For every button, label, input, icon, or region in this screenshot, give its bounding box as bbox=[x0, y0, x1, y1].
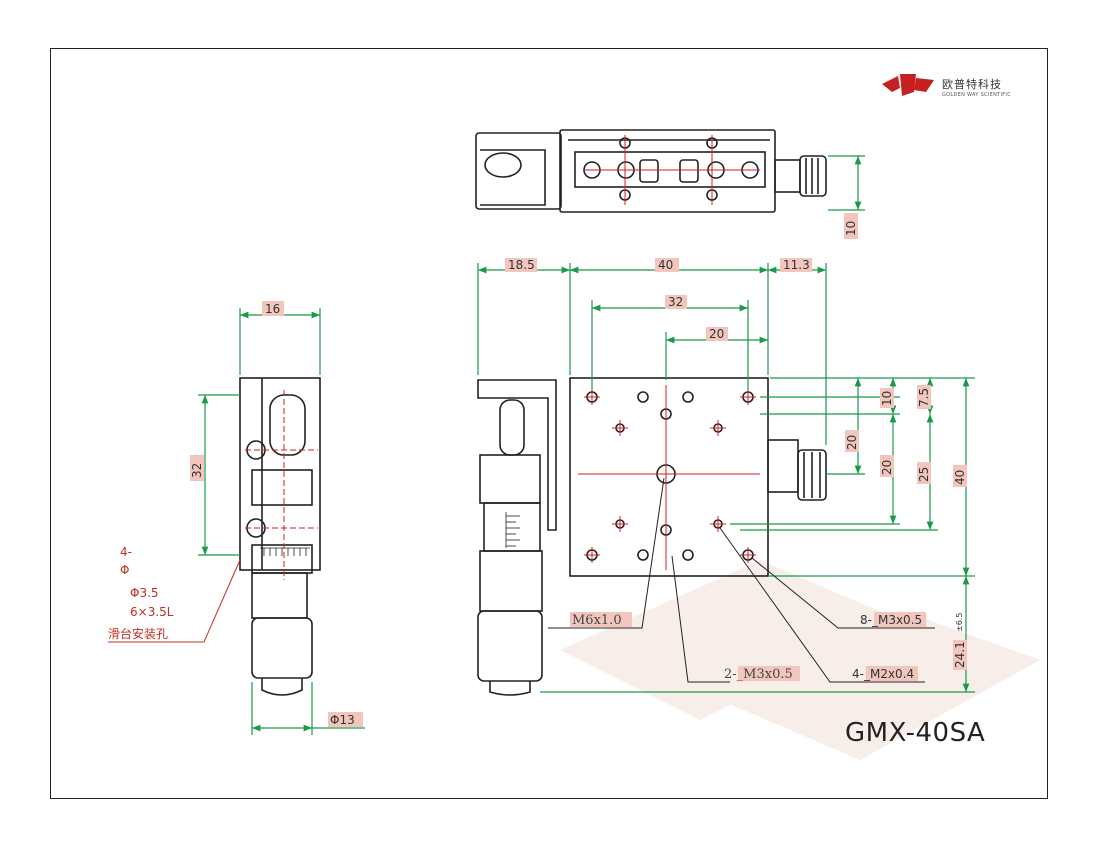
callout-4-m2: 4-_M2x0.4 bbox=[852, 667, 914, 681]
mounting-hole-note: 4- Φ Φ3.5 6×3.5L 滑台安装孔 bbox=[108, 545, 241, 643]
svg-text:18.5: 18.5 bbox=[508, 258, 535, 272]
drawing-frame bbox=[50, 48, 1048, 799]
dim-side-width: 16 bbox=[265, 302, 280, 316]
callout-8-m3: 8-_M3x0.5 bbox=[860, 613, 922, 627]
side-view-dimensions bbox=[198, 308, 365, 735]
svg-text:滑台安装孔: 滑台安装孔 bbox=[108, 626, 168, 641]
svg-text:20: 20 bbox=[880, 460, 894, 475]
callout-m6: M6x1.0 bbox=[572, 613, 622, 628]
front-view-centerlines bbox=[578, 385, 760, 570]
dim-label-bg bbox=[262, 301, 284, 316]
svg-text:25: 25 bbox=[917, 467, 931, 482]
top-view bbox=[475, 129, 827, 213]
svg-text:20: 20 bbox=[709, 327, 724, 341]
callouts: M6x1.0 2-_M3x0.5 8-_M3x0.5 4-_M2x0.4 bbox=[570, 612, 926, 682]
side-view-centerlines bbox=[245, 390, 318, 580]
svg-text:11.3: 11.3 bbox=[783, 258, 810, 272]
svg-text:20: 20 bbox=[845, 435, 859, 450]
dim-diameter: Φ13 bbox=[330, 713, 355, 727]
front-dim-labels: 18.5 40 11.3 32 20 20 10 20 7.5 25 40 24… bbox=[505, 258, 967, 670]
svg-text:6×3.5L: 6×3.5L bbox=[130, 605, 174, 619]
brand-name-cn: 欧普特科技 bbox=[942, 78, 1002, 91]
side-view-scale bbox=[260, 547, 310, 556]
side-view bbox=[239, 377, 321, 696]
top-view-centerlines bbox=[585, 135, 760, 205]
callout-2-m3: 2-_M3x0.5 bbox=[724, 667, 793, 682]
brand-name-en: GOLDEN WAY SCIENTIFIC bbox=[942, 92, 1011, 98]
svg-text:Φ: Φ bbox=[120, 563, 129, 577]
svg-text:40: 40 bbox=[658, 258, 673, 272]
svg-text:40: 40 bbox=[953, 470, 967, 485]
svg-text:Φ3.5: Φ3.5 bbox=[130, 586, 159, 600]
brand-logo-icon bbox=[882, 74, 934, 96]
svg-text:±6.5: ±6.5 bbox=[955, 613, 964, 632]
dim-side-height: 32 bbox=[190, 463, 204, 478]
micrometer-scale bbox=[505, 512, 520, 548]
svg-text:7.5: 7.5 bbox=[917, 388, 931, 407]
top-view-dimension bbox=[828, 155, 865, 211]
svg-text:24.1: 24.1 bbox=[953, 641, 967, 668]
dim-label-bg bbox=[328, 712, 363, 727]
svg-text:10: 10 bbox=[880, 391, 894, 406]
dim-label-bg bbox=[190, 455, 204, 481]
front-view-dimensions bbox=[477, 263, 975, 693]
callout-leaders bbox=[548, 477, 935, 683]
dim-knob-height: 10 bbox=[844, 221, 858, 236]
model-label: GMX-40SA bbox=[845, 718, 986, 748]
dim-label-bg bbox=[844, 213, 858, 239]
svg-text:32: 32 bbox=[668, 295, 683, 309]
svg-text:4-: 4- bbox=[120, 545, 132, 559]
